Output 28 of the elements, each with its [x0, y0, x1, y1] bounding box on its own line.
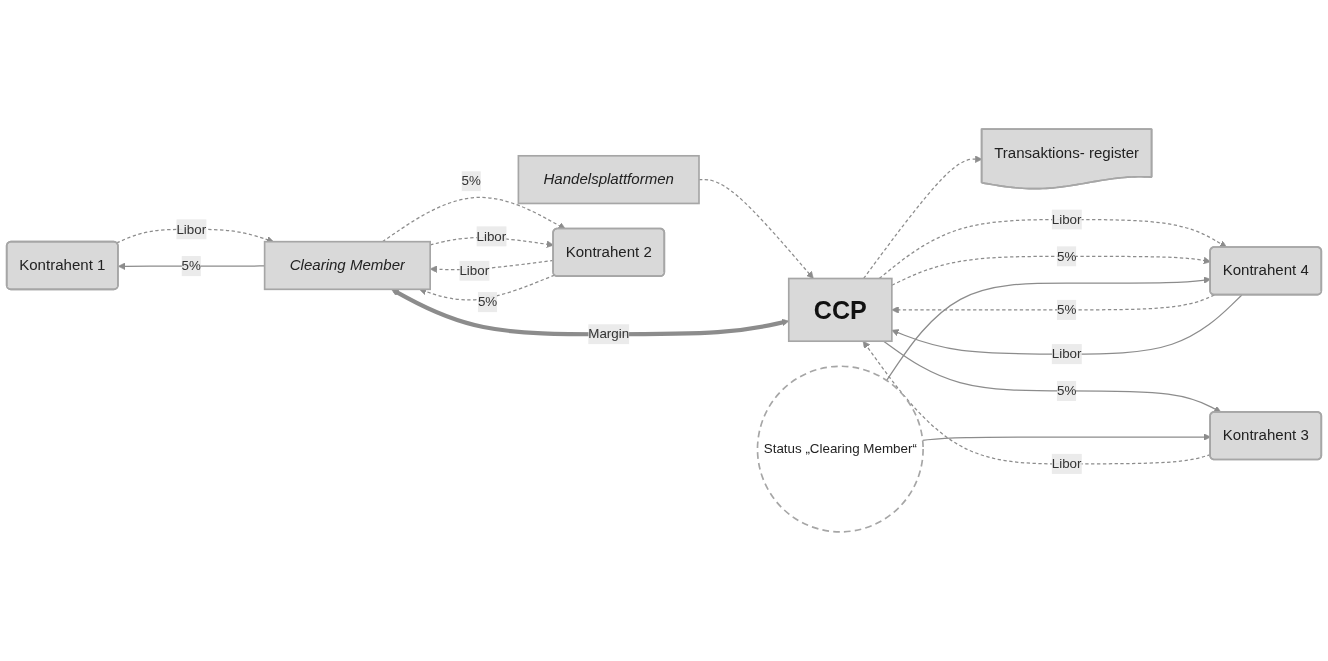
node-box: Handelsplattformen — [517, 154, 700, 205]
arrow — [419, 274, 556, 301]
edge-label: 5% — [477, 294, 498, 309]
edge-label: Libor — [1051, 212, 1082, 227]
arrow — [116, 228, 274, 244]
edge-label: Libor — [1051, 346, 1082, 361]
edge-label: 5% — [461, 173, 481, 188]
arrow — [878, 218, 1227, 280]
edge-label: 5% — [181, 258, 201, 273]
node-box: CCP — [787, 277, 893, 343]
edge-label: Libor — [1051, 456, 1082, 471]
arrow — [891, 294, 1215, 314]
arrow — [891, 294, 1243, 355]
edge-label: Margin — [588, 326, 630, 341]
node-box: Clearing Member — [263, 240, 431, 291]
arrow — [883, 340, 1222, 413]
edge-label: Libor — [176, 221, 207, 237]
edge-label: Libor — [459, 263, 490, 278]
arrow — [862, 155, 983, 280]
arrow — [891, 255, 1211, 286]
arrow — [922, 433, 1211, 441]
edge-label: 5% — [1056, 383, 1077, 398]
arrow — [381, 196, 566, 243]
edge-label: 5% — [1056, 302, 1077, 317]
node-circle: Status „Clearing Member“ — [756, 365, 924, 533]
edge-label: 5% — [1056, 248, 1077, 264]
edge-label: Libor — [476, 228, 507, 244]
arrow — [886, 276, 1211, 382]
